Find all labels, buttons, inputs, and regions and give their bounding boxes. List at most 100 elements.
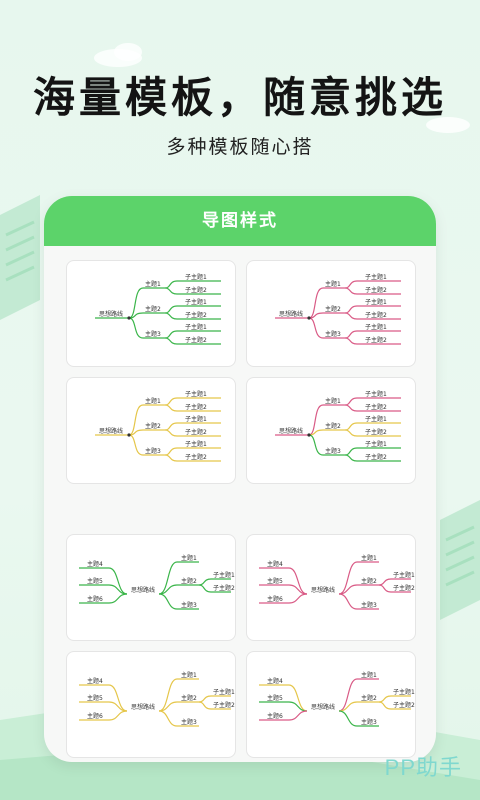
left-topic-branch — [79, 593, 128, 604]
topic-branch — [308, 312, 345, 319]
topic-label: 主题6 — [267, 712, 283, 720]
root-dot — [307, 433, 311, 437]
topic-branch — [308, 429, 345, 436]
topic-branch — [128, 287, 165, 319]
subtopic-branch — [344, 404, 401, 412]
root-dot — [127, 433, 131, 437]
subtopic-label: 子主题1 — [213, 571, 235, 579]
topic-label: 主题5 — [267, 577, 283, 585]
topic-label: 主题3 — [145, 330, 161, 338]
subtopic-label: 子主题1 — [365, 440, 387, 448]
left-topic-branch — [79, 584, 128, 595]
subtopic-branch — [344, 429, 401, 437]
root-node-label: 思想路线 — [279, 310, 303, 318]
topic-label: 主题4 — [267, 677, 283, 685]
subtopic-label: 子主题2 — [365, 311, 387, 319]
right-topic-branch — [338, 678, 379, 712]
topic-branch — [128, 312, 165, 319]
subtopic-label: 子主题2 — [185, 453, 207, 461]
subtopic-label: 子主题2 — [365, 286, 387, 294]
subtopic-branch — [198, 584, 231, 593]
left-topic-branch — [259, 584, 308, 595]
subtopic-branch — [378, 701, 411, 710]
subtopic-branch — [164, 454, 221, 462]
topic-label: 主题6 — [87, 595, 103, 603]
subtopic-label: 子主题2 — [185, 336, 207, 344]
subtopic-label: 子主题1 — [213, 688, 235, 696]
topic-label: 主题3 — [361, 718, 377, 726]
root-dot — [127, 316, 131, 320]
subtopic-label: 子主题1 — [185, 323, 207, 331]
topic-label: 主题3 — [361, 601, 377, 609]
subtopic-branch — [344, 337, 401, 345]
right-topic-branch — [158, 593, 199, 610]
topic-label: 主题3 — [325, 330, 341, 338]
subtopic-label: 子主题2 — [365, 403, 387, 411]
subtopic-branch — [344, 312, 401, 320]
left-topic-branch — [79, 701, 128, 712]
subtopic-label: 子主题2 — [365, 453, 387, 461]
topic-label: 主题2 — [181, 694, 197, 702]
topic-label: 主题6 — [87, 712, 103, 720]
subtopic-branch — [164, 287, 221, 295]
topic-label: 主题4 — [267, 560, 283, 568]
subtopic-branch — [164, 429, 221, 437]
topic-label: 主题2 — [145, 422, 161, 430]
left-topic-branch — [259, 593, 308, 604]
topic-label: 主题1 — [145, 397, 161, 405]
topic-label: 主题5 — [87, 694, 103, 702]
root-node-label: 思想路线 — [99, 310, 123, 318]
panel-title: 导图样式 — [44, 196, 436, 246]
topic-label: 主题4 — [87, 560, 103, 568]
subtopic-label: 子主题1 — [185, 390, 207, 398]
topic-label: 主题4 — [87, 677, 103, 685]
right-topic-branch — [158, 710, 199, 727]
subtopic-label: 子主题1 — [185, 415, 207, 423]
right-topic-branch — [338, 710, 379, 727]
topic-label: 主题6 — [267, 595, 283, 603]
right-topic-branch — [158, 584, 199, 595]
subtopic-label: 子主题2 — [185, 428, 207, 436]
subtopic-branch — [344, 454, 401, 462]
root-node-label: 思想路线 — [99, 427, 123, 435]
subtopic-label: 子主题1 — [365, 415, 387, 423]
right-topic-branch — [338, 593, 379, 610]
right-topic-branch — [158, 561, 199, 595]
root-node-label: 思想路线 — [131, 703, 155, 711]
left-topic-branch — [259, 701, 308, 712]
headline: 海量模板，随意挑选 — [32, 73, 447, 122]
topic-label: 主题2 — [361, 694, 377, 702]
topic-label: 主题1 — [181, 554, 197, 562]
topic-label: 主题2 — [145, 305, 161, 313]
subtopic-branch — [164, 312, 221, 320]
topic-label: 主题3 — [325, 447, 341, 455]
subtopic-branch — [378, 584, 411, 593]
subtopic-label: 子主题1 — [365, 298, 387, 306]
topic-label: 主题3 — [145, 447, 161, 455]
topic-label: 主题1 — [361, 554, 377, 562]
topic-label: 主题1 — [325, 397, 341, 405]
left-topic-branch — [259, 710, 308, 721]
topic-branch — [128, 429, 165, 436]
root-node-label: 思想路线 — [131, 586, 155, 594]
watermark: PP助手 — [384, 755, 462, 780]
topic-branch — [308, 317, 345, 339]
subtopic-label: 子主题2 — [185, 311, 207, 319]
topic-label: 主题2 — [325, 422, 341, 430]
subtopic-branch — [344, 287, 401, 295]
right-topic-branch — [338, 701, 379, 712]
left-topic-branch — [79, 710, 128, 721]
